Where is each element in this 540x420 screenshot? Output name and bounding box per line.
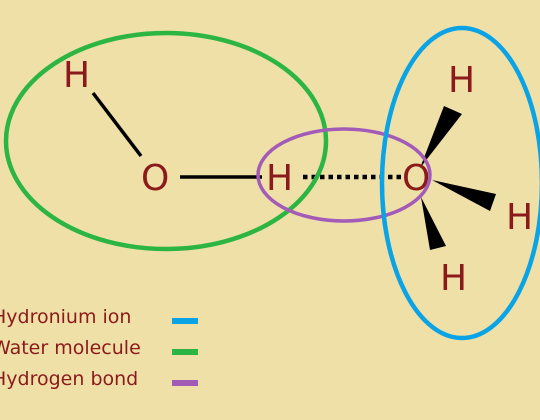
water-molecule-ellipse	[3, 30, 329, 252]
legend-swatch-water	[172, 349, 198, 355]
atom-water-o: O	[141, 158, 169, 199]
water-h-o-bond	[91, 91, 143, 158]
legend-item-hydronium: Hydronium ion	[0, 306, 207, 337]
atom-ion-h-bottom: H	[440, 258, 467, 299]
wedge-bond-top	[420, 106, 462, 168]
legend-item-water: Water molecule	[0, 337, 207, 368]
legend-label-water: Water molecule	[0, 337, 141, 359]
atom-ion-h-top: H	[448, 60, 475, 101]
atom-ion-h-right: H	[506, 197, 533, 238]
hydronium-ion-ellipse	[379, 25, 540, 341]
legend-swatch-hydrogen-bond	[172, 380, 198, 386]
legend-label-hydrogen-bond: Hydrogen bond	[0, 368, 139, 390]
atom-bond-h: H	[266, 158, 293, 199]
legend-item-hydrogen-bond: Hydrogen bond	[0, 368, 207, 399]
legend-label-hydronium: Hydronium ion	[0, 306, 132, 328]
wedge-bond-right	[432, 180, 496, 211]
legend-swatch-hydronium	[172, 318, 198, 324]
hydrogen-bond-ellipse	[256, 127, 432, 223]
atom-water-h: H	[63, 55, 90, 96]
legend: Hydronium ion Water molecule Hydrogen bo…	[0, 306, 207, 399]
wedge-bond-bottom	[421, 197, 446, 250]
